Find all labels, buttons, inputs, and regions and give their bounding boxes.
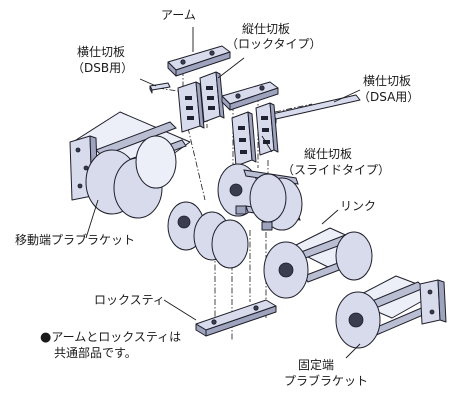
label-vertical-slide-title: 縦仕切板 bbox=[304, 147, 353, 161]
label-vertical-lock-type: （ロックタイプ） bbox=[226, 37, 322, 51]
shared-parts-note-line-2: 共通部品です。 bbox=[54, 346, 137, 360]
note-line-1: アームとロックスティは bbox=[51, 330, 182, 344]
label-horizontal-dsa-type: （DSA用） bbox=[358, 90, 420, 104]
label-fixed-end-title: 固定端 bbox=[298, 358, 335, 372]
moving-end-bracket-part bbox=[69, 111, 191, 219]
label-lock-stay: ロックスティ bbox=[94, 293, 165, 307]
leader-lines bbox=[85, 27, 361, 359]
horizontal-partition-dsb-part bbox=[149, 82, 171, 94]
label-horizontal-dsb-title: 横仕切板 bbox=[77, 45, 126, 59]
label-fixed-end-bracket: プラブラケット bbox=[284, 374, 369, 388]
vertical-partition-slide-parts bbox=[231, 102, 279, 167]
arm-part bbox=[167, 45, 231, 77]
label-vertical-slide-type: （スライドタイプ） bbox=[282, 163, 391, 177]
shared-parts-note: ●アームとロックスティは bbox=[40, 330, 181, 345]
note-bullet: ● bbox=[40, 330, 52, 345]
vertical-partition-lock-parts bbox=[177, 71, 225, 133]
link-part-middle bbox=[217, 163, 303, 231]
label-moving-end-bracket: 移動端プラブラケット bbox=[15, 233, 136, 247]
fixed-end-bracket-part bbox=[335, 275, 447, 349]
label-horizontal-dsb-type: （DSB用） bbox=[72, 61, 134, 75]
label-vertical-lock-title: 縦仕切板 bbox=[242, 22, 291, 36]
horizontal-partition-dsa-part bbox=[271, 94, 361, 124]
link-part-right bbox=[263, 227, 373, 299]
label-arm: アーム bbox=[161, 8, 196, 22]
arm-part-2 bbox=[221, 81, 279, 111]
label-horizontal-dsa-title: 横仕切板 bbox=[363, 74, 412, 88]
label-link: リンク bbox=[340, 199, 377, 213]
lock-stay-part bbox=[195, 299, 277, 337]
link-part-lower bbox=[167, 201, 249, 269]
